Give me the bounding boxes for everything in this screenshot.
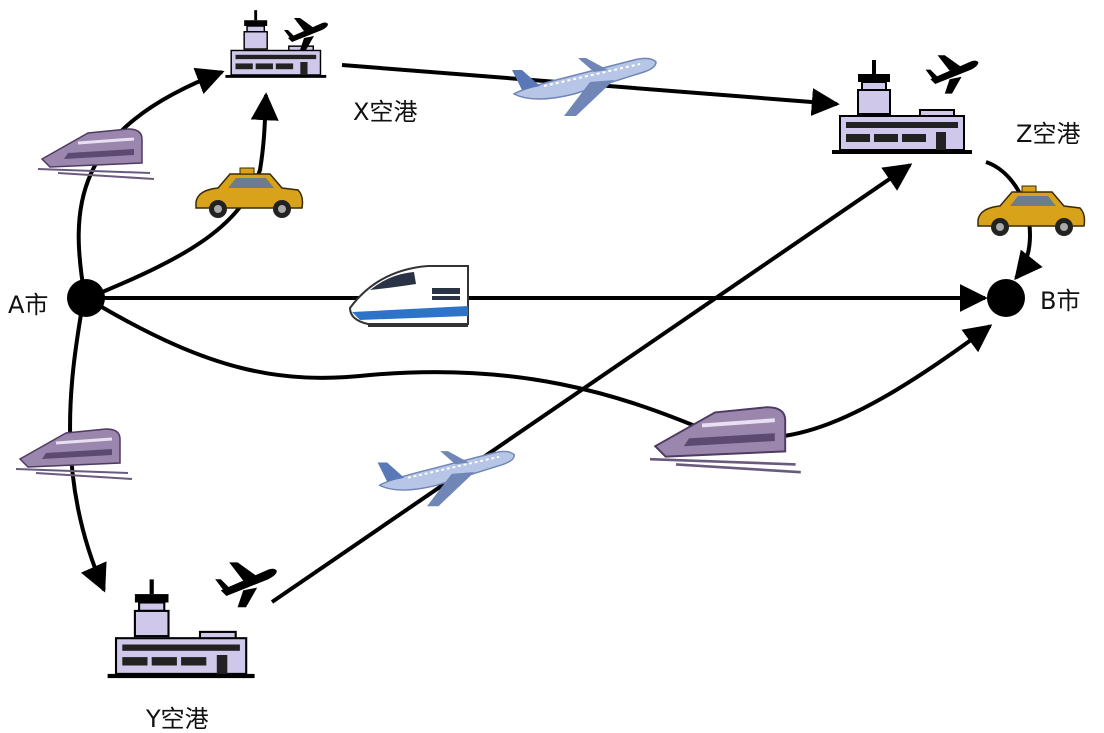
airport-y-icon <box>106 578 256 680</box>
airport-y-label: Y空港 <box>145 705 209 733</box>
route-a-to-x-train <box>76 67 225 299</box>
airport-x-icon <box>224 9 327 79</box>
jet-x-icon <box>284 18 328 50</box>
airport-z-label: Z空港 <box>1016 120 1080 148</box>
city-a-label: A市 <box>8 291 48 319</box>
city-b-label: B市 <box>1040 287 1080 315</box>
route-y-to-z-air <box>270 163 913 604</box>
route-a-to-b-train <box>98 304 993 441</box>
city-b-node <box>987 279 1025 317</box>
jet-y-icon <box>215 562 277 608</box>
airport-x-label: X空港 <box>353 98 417 126</box>
airplane-y-z-icon <box>376 450 516 508</box>
train-a-x-icon <box>36 127 156 181</box>
shinkansen-icon <box>349 265 469 327</box>
city-a-node <box>67 279 105 317</box>
route-z-to-b-taxi <box>985 160 1043 281</box>
taxi-a-x-icon <box>195 167 304 219</box>
jet-z-icon <box>925 55 979 94</box>
train-a-y-icon <box>14 427 134 481</box>
